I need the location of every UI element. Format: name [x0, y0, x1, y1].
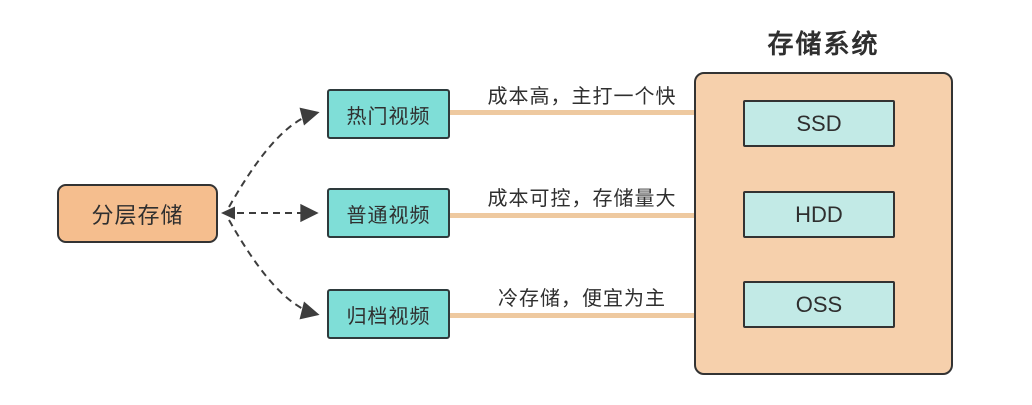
- node-oss-label: OSS: [795, 291, 843, 317]
- edge-archive-dashed-arrow: [228, 219, 320, 320]
- storage-system-title: 存储系统: [767, 29, 880, 59]
- node-normal-videos-label: 普通视频: [346, 204, 431, 227]
- connector-line-hot: [449, 110, 696, 115]
- edge-hot-dashed-arrow: [228, 107, 320, 208]
- node-hot-videos: 热门视频: [327, 89, 450, 139]
- edge-label-hot: 成本高，主打一个快: [487, 86, 677, 108]
- node-ssd: SSD: [743, 100, 895, 147]
- connector-line-archive: [449, 313, 696, 318]
- edge-label-archive: 冷存储，便宜为主: [498, 288, 666, 310]
- node-tiered-storage-label: 分层存储: [91, 202, 184, 228]
- node-hdd-label: HDD: [795, 201, 843, 227]
- root-arrowhead-icon: [221, 206, 235, 220]
- edge-label-normal: 成本可控，存储量大: [487, 188, 677, 210]
- node-archive-videos-label: 归档视频: [346, 305, 431, 328]
- node-hdd: HDD: [743, 191, 895, 238]
- node-tiered-storage: 分层存储: [57, 184, 218, 243]
- node-ssd-label: SSD: [796, 110, 842, 136]
- node-normal-videos: 普通视频: [327, 188, 450, 238]
- node-archive-videos: 归档视频: [327, 289, 450, 339]
- node-oss: OSS: [743, 281, 895, 328]
- node-hot-videos-label: 热门视频: [346, 105, 431, 128]
- connector-line-normal: [449, 213, 696, 218]
